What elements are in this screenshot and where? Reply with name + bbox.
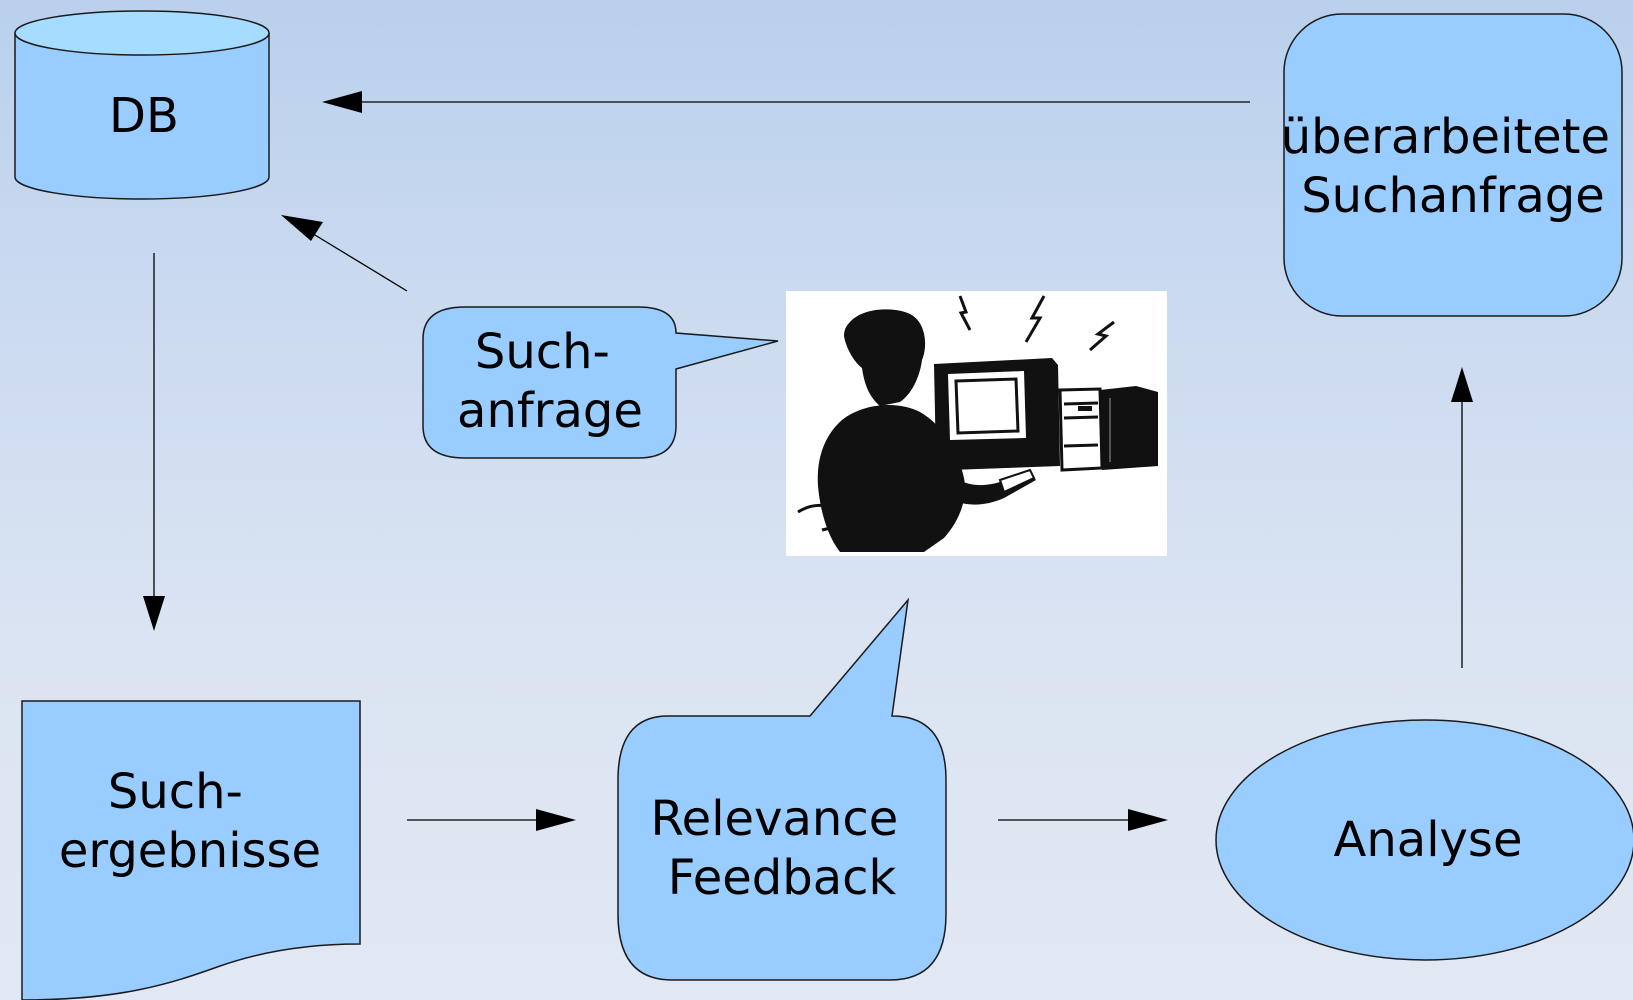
db-cylinder-top [14, 10, 270, 56]
analyse-label: Analyse [1334, 812, 1523, 868]
suchanfrage-line-2: anfrage [457, 383, 643, 439]
edge-analyse-to-ueberarbeitete [1451, 367, 1473, 668]
suchergebnisse-line-2: ergebnisse [59, 823, 321, 879]
node-db: DB [14, 10, 270, 200]
node-analyse: Analyse [1215, 719, 1633, 961]
node-ueberarbeitete-suchanfrage: überarbeitete Suchanfrage [1281, 13, 1626, 317]
edges [143, 91, 1473, 831]
suchanfrage-bubble [422, 306, 779, 459]
computer-monitor [934, 358, 1060, 470]
relevance-label: Relevance Feedback [650, 791, 913, 906]
arrowhead [322, 91, 362, 113]
edge-suchanfrage-to-db [281, 215, 408, 292]
node-suchergebnisse: Such- ergebnisse [21, 700, 361, 1000]
db-cylinder-body [14, 33, 270, 200]
analyse-ellipse [1215, 719, 1633, 961]
ueberarbeitete-line-2: Suchanfrage [1301, 168, 1605, 224]
edge-db-to-suchergebnisse [143, 253, 165, 631]
computer-tower [1058, 386, 1158, 472]
edge-line [309, 231, 408, 292]
suchergebnisse-line-1: Such- [108, 764, 243, 820]
node-relevance-feedback: Relevance Feedback [617, 597, 947, 981]
suchergebnisse-label: Such- ergebnisse [59, 764, 321, 879]
suchanfrage-label: Such- anfrage [457, 324, 643, 439]
ueberarbeitete-box [1283, 13, 1623, 317]
node-suchanfrage: Such- anfrage [422, 306, 779, 459]
arrowhead [536, 809, 576, 831]
edge-ueberarbeitete-to-db [322, 91, 1250, 113]
arrowhead [1128, 809, 1168, 831]
arrowhead [143, 596, 165, 631]
ueberarbeitete-line-1: überarbeitete [1281, 109, 1610, 165]
relevance-line-2: Feedback [668, 850, 897, 906]
edge-suchergebnisse-to-relevance [407, 809, 576, 831]
db-label: DB [109, 88, 179, 144]
ueberarbeitete-label: überarbeitete Suchanfrage [1281, 109, 1626, 224]
relevance-bubble [617, 597, 947, 981]
arrowhead [281, 215, 323, 241]
arrowhead [1451, 367, 1473, 402]
suchanfrage-line-1: Such- [475, 324, 610, 380]
suchergebnisse-document [21, 700, 361, 1000]
person-at-computer-icon [786, 291, 1167, 556]
lightning-bolts [958, 295, 1115, 352]
relevance-line-1: Relevance [650, 791, 898, 847]
edge-relevance-to-analyse [998, 809, 1168, 831]
person-silhouette [797, 309, 1036, 552]
